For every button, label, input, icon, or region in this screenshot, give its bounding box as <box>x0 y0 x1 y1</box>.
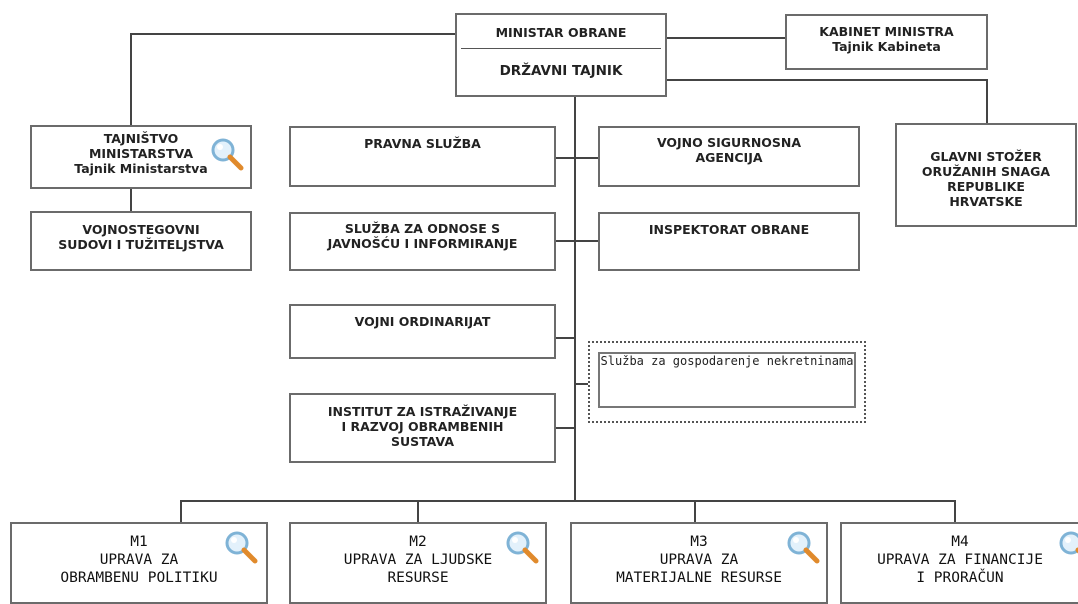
m1-line2: OBRAMBENU POLITIKU <box>60 570 218 586</box>
general-staff-line4: HRVATSKE <box>949 194 1023 209</box>
connector <box>555 337 576 339</box>
m3-line1: UPRAVA ZA <box>659 552 739 568</box>
public-relations-line1: SLUŽBA ZA ODNOSE S <box>344 221 501 236</box>
real-estate-line1: Služba za gospodarenje <box>600 354 760 368</box>
ordinariate-line1: VOJNI ORDINARIJAT <box>354 314 491 329</box>
courts-box[interactable]: VOJNOSTEGOVNI SUDOVI I TUŽITELJSTVA <box>30 211 252 271</box>
m4-box[interactable]: M4 UPRAVA ZA FINANCIJE I PRORAČUN <box>840 522 1078 604</box>
state-secretary-label: DRŽAVNI TAJNIK <box>499 63 623 79</box>
m4-code: M4 <box>951 534 969 550</box>
magnifier-icon[interactable] <box>224 530 258 564</box>
inspectorate-line1: INSPEKTORAT OBRANE <box>648 222 810 237</box>
real-estate-box[interactable]: Služba za gospodarenje nekretninama <box>598 352 856 408</box>
institute-line3: SUSTAVA <box>390 434 455 449</box>
legal-service-box[interactable]: PRAVNA SLUŽBA <box>289 126 556 187</box>
connector <box>666 37 786 39</box>
connector <box>986 79 988 124</box>
connector <box>555 240 599 242</box>
m4-line1: UPRAVA ZA FINANCIJE <box>877 552 1043 568</box>
general-staff-line3: REPUBLIKE <box>947 179 1025 194</box>
magnifier-icon[interactable] <box>1058 530 1078 564</box>
connector <box>574 383 594 385</box>
m1-line1: UPRAVA ZA <box>99 552 179 568</box>
real-estate-line2: nekretninama <box>766 354 854 368</box>
connector <box>694 500 696 523</box>
cabinet-line1: KABINET MINISTRA <box>819 24 954 39</box>
connector <box>130 33 456 35</box>
public-relations-line2: JAVNOŠĆU I INFORMIRANJE <box>327 236 518 251</box>
legal-line1: PRAVNA SLUŽBA <box>364 136 481 151</box>
magnifier-icon[interactable] <box>210 137 244 171</box>
m1-code: M1 <box>130 534 148 550</box>
institute-line1: INSTITUT ZA ISTRAŽIVANJE <box>327 404 518 419</box>
secretariat-box[interactable]: TAJNIŠTVO MINISTARSTVA Tajnik Ministarst… <box>30 125 252 189</box>
connector <box>130 33 132 128</box>
m2-code: M2 <box>409 534 427 550</box>
connector <box>417 500 419 523</box>
connector <box>180 500 182 523</box>
secretariat-line1: TAJNIŠTVO <box>103 131 179 146</box>
institute-line2: I RAZVOJ OBRAMBENIH <box>341 419 504 434</box>
connector <box>555 427 576 429</box>
cabinet-box[interactable]: KABINET MINISTRA Tajnik Kabineta <box>785 14 988 70</box>
m3-box[interactable]: M3 UPRAVA ZA MATERIJALNE RESURSE <box>570 522 828 604</box>
secretariat-line3: Tajnik Ministarstva <box>74 161 208 176</box>
m3-code: M3 <box>690 534 708 550</box>
courts-line1: VOJNOSTEGOVNI <box>82 222 200 237</box>
public-relations-box[interactable]: SLUŽBA ZA ODNOSE S JAVNOŠĆU I INFORMIRAN… <box>289 212 556 271</box>
cabinet-line2: Tajnik Kabineta <box>832 39 941 54</box>
connector <box>954 500 956 523</box>
connector <box>180 500 956 502</box>
ordinariate-box[interactable]: VOJNI ORDINARIJAT <box>289 304 556 359</box>
m2-line2: RESURSE <box>387 570 449 586</box>
connector <box>130 188 132 212</box>
minister-box[interactable]: MINISTAR OBRANE DRŽAVNI TAJNIK <box>455 13 667 97</box>
connector <box>555 157 599 159</box>
m3-line2: MATERIJALNE RESURSE <box>616 570 782 586</box>
minister-title: MINISTAR OBRANE <box>495 25 627 40</box>
magnifier-icon[interactable] <box>786 530 820 564</box>
connector <box>574 96 576 502</box>
connector <box>666 79 988 81</box>
divider <box>461 48 661 49</box>
secretariat-line2: MINISTARSTVA <box>88 146 194 161</box>
m4-line2: I PRORAČUN <box>916 570 1004 586</box>
magnifier-icon[interactable] <box>505 530 539 564</box>
m1-box[interactable]: M1 UPRAVA ZA OBRAMBENU POLITIKU <box>10 522 268 604</box>
security-agency-line2: AGENCIJA <box>695 150 763 165</box>
m2-line1: UPRAVA ZA LJUDSKE <box>343 552 493 568</box>
general-staff-line1: GLAVNI STOŽER <box>930 149 1042 164</box>
courts-line2: SUDOVI I TUŽITELJSTVA <box>58 237 224 252</box>
institute-box[interactable]: INSTITUT ZA ISTRAŽIVANJE I RAZVOJ OBRAMB… <box>289 393 556 463</box>
general-staff-line2: ORUŽANIH SNAGA <box>921 164 1051 179</box>
inspectorate-box[interactable]: INSPEKTORAT OBRANE <box>598 212 860 271</box>
security-agency-box[interactable]: VOJNO SIGURNOSNA AGENCIJA <box>598 126 860 187</box>
security-agency-line1: VOJNO SIGURNOSNA <box>656 135 802 150</box>
general-staff-box[interactable]: GLAVNI STOŽER ORUŽANIH SNAGA REPUBLIKE H… <box>895 123 1077 227</box>
m2-box[interactable]: M2 UPRAVA ZA LJUDSKE RESURSE <box>289 522 547 604</box>
